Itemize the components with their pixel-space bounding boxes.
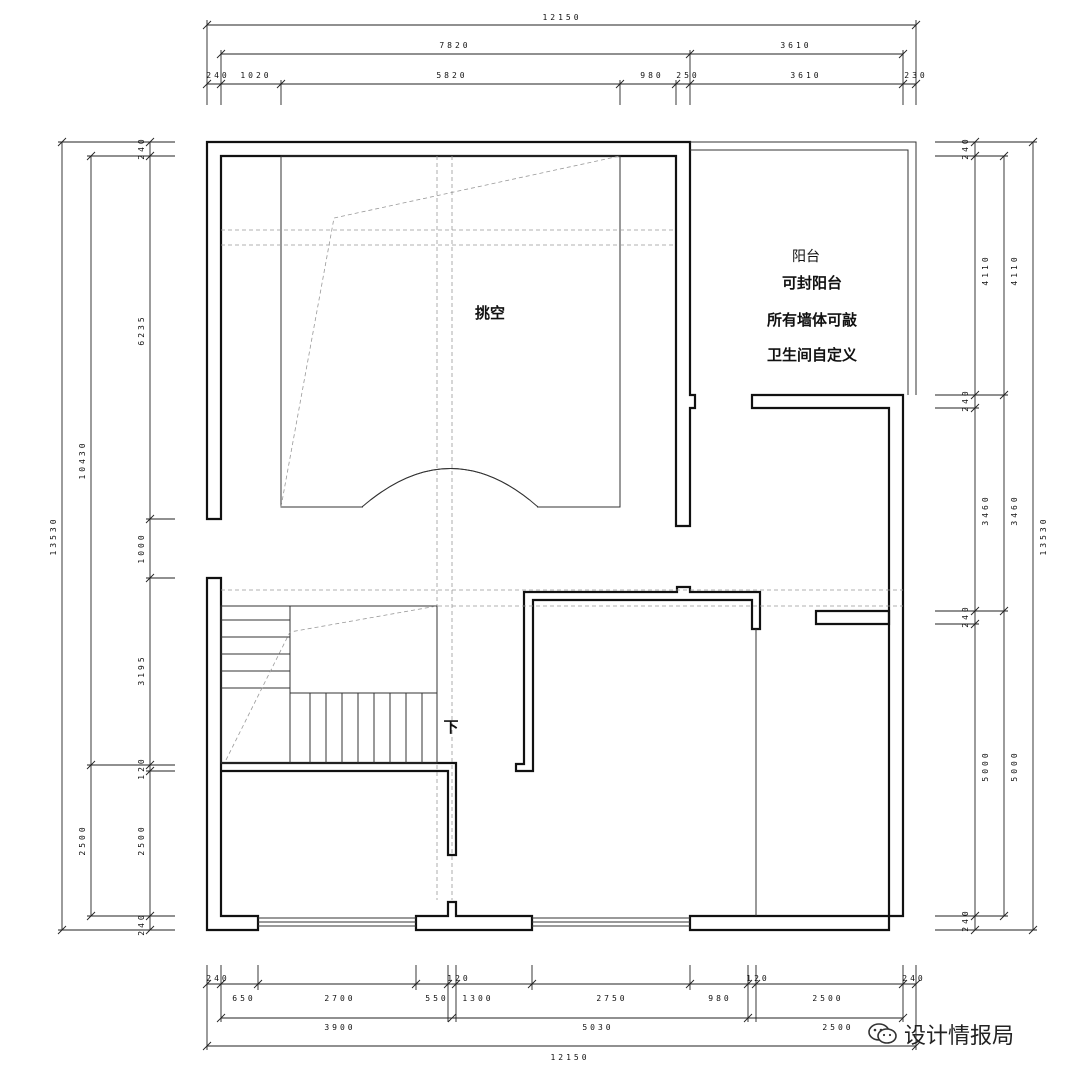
- dim-right-mid-1: 4110: [1010, 254, 1019, 285]
- wall-left-lower: [205, 576, 260, 932]
- dim-top-d5: 250: [676, 71, 699, 80]
- dim-right-d6: 5000: [981, 750, 990, 781]
- window-bottom-left: [258, 917, 416, 927]
- dim-bottom-overall: 12150: [550, 1053, 589, 1062]
- void-diagonal: [280, 155, 621, 508]
- dim-right-d4: 3460: [981, 494, 990, 525]
- dim-bottom-d10: 2500: [812, 994, 843, 1003]
- dim-right-d7: 240: [961, 908, 970, 931]
- dim-top-d3: 5820: [436, 71, 467, 80]
- dim-bottom-mid-2: 5030: [582, 1023, 613, 1032]
- dim-bottom-d2: 650: [232, 994, 255, 1003]
- staircase: [220, 605, 438, 764]
- dim-bottom-mid-3: 2500: [822, 1023, 853, 1032]
- balcony-railing: [690, 141, 917, 395]
- stair-down-label: 下: [443, 718, 458, 736]
- dim-bottom-d11: 240: [902, 974, 925, 983]
- dim-bottom-d8: 980: [708, 994, 731, 1003]
- walls: [205, 140, 917, 932]
- dim-top-d2: 1020: [240, 71, 271, 80]
- void-label: 挑空: [475, 304, 505, 322]
- watermark-text: 设计情报局: [904, 1024, 1015, 1049]
- dim-top-d7: 230: [904, 71, 927, 80]
- dimensions-right: 13530 4110 3460 5000 240 4110 240 3460 2…: [935, 136, 1048, 935]
- wall-middle-room: [514, 585, 762, 773]
- dim-left-d5: 120: [137, 756, 146, 779]
- dim-left-d6: 2500: [137, 824, 146, 855]
- room-labels: 挑空 阳台 可封阳台 所有墙体可敲 卫生间自定义 下: [443, 249, 858, 736]
- wechat-icon: [868, 1023, 897, 1044]
- dimensions-left: 13530 10430 2500 240 6235 1000 3195 120 …: [49, 136, 175, 936]
- wall-stair-room: [221, 761, 458, 857]
- wall-bottom-mid: [414, 900, 534, 932]
- window-bottom-mid: [532, 917, 690, 927]
- dim-top-d6: 3610: [790, 71, 821, 80]
- dim-left-overall: 13530: [49, 516, 58, 555]
- dim-left-d7: 240: [137, 912, 146, 935]
- dim-bottom-d3: 2700: [324, 994, 355, 1003]
- dim-right-overall: 13530: [1039, 516, 1048, 555]
- dimensions-top: 12150 7820 3610 240 1020 5820 980 250 36…: [202, 13, 927, 105]
- dim-top-mid-2: 3610: [780, 41, 811, 50]
- dim-top-d4: 980: [640, 71, 663, 80]
- dim-right-mid-2: 3460: [1010, 494, 1019, 525]
- dim-left-d3: 1000: [137, 532, 146, 563]
- note-enclosable-balcony: 可封阳台: [782, 274, 842, 292]
- balcony-label: 阳台: [792, 249, 820, 265]
- wall-left-upper: [205, 140, 697, 528]
- dim-bottom-d9: 120: [746, 974, 769, 983]
- dim-left-d4: 3195: [137, 654, 146, 685]
- dim-bottom-d5: 120: [447, 974, 470, 983]
- dim-top-mid-1: 7820: [439, 41, 470, 50]
- dim-bottom-d1: 240: [206, 974, 229, 983]
- dim-right-d5: 240: [961, 604, 970, 627]
- dim-top-overall: 12150: [542, 13, 581, 22]
- wall-right-partition: [814, 609, 891, 626]
- note-walls-removable: 所有墙体可敲: [767, 311, 858, 329]
- watermark: 设计情报局: [868, 1018, 1014, 1050]
- dim-left-mid-1: 10430: [78, 440, 87, 479]
- void-outline: [280, 155, 621, 508]
- dim-left-mid-2: 2500: [78, 824, 87, 855]
- dim-bottom-d6: 1300: [462, 994, 493, 1003]
- wall-bottom-right: [688, 393, 905, 932]
- dim-right-d1: 240: [961, 136, 970, 159]
- dim-left-d2: 6235: [137, 314, 146, 345]
- dim-top-d1: 240: [206, 71, 229, 80]
- dim-bottom-d7: 2750: [596, 994, 627, 1003]
- dim-right-mid-3: 5000: [1010, 750, 1019, 781]
- dim-right-d3: 240: [961, 388, 970, 411]
- dim-right-d2: 4110: [981, 254, 990, 285]
- dimensions-bottom: 240 650 2700 550 120 1300 2750 980 120 2…: [202, 965, 925, 1062]
- dim-left-d1: 240: [137, 136, 146, 159]
- dim-bottom-mid-1: 3900: [324, 1023, 355, 1032]
- void-area: [221, 155, 903, 900]
- note-bathroom-custom: 卫生间自定义: [767, 346, 857, 364]
- dim-bottom-d4: 550: [425, 994, 448, 1003]
